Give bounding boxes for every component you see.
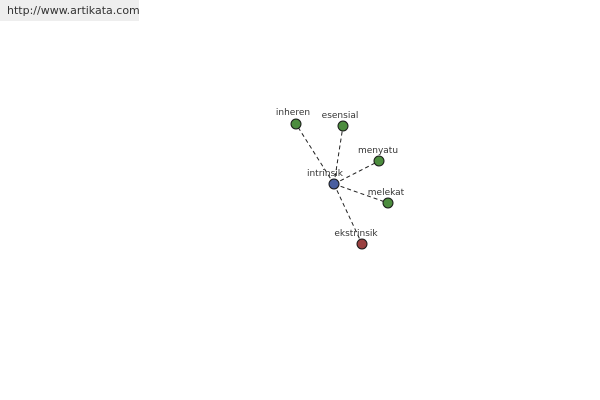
node-circle[interactable] bbox=[382, 197, 394, 209]
node-intrinsik[interactable]: intrinsik bbox=[307, 169, 344, 190]
node-esensial[interactable]: esensial bbox=[322, 111, 359, 132]
node-menyatu[interactable]: menyatu bbox=[358, 146, 398, 167]
node-label[interactable]: inheren bbox=[276, 108, 310, 118]
node-circle[interactable] bbox=[328, 178, 340, 190]
site-url-banner[interactable]: http://www.artikata.com bbox=[0, 0, 140, 21]
edge-intrinsik-menyatu bbox=[333, 160, 380, 185]
node-label[interactable]: menyatu bbox=[358, 146, 398, 156]
node-label[interactable]: ekstrinsik bbox=[334, 229, 378, 239]
node-label[interactable]: melekat bbox=[368, 188, 405, 198]
node-circle[interactable] bbox=[337, 120, 349, 132]
node-label[interactable]: esensial bbox=[322, 111, 359, 121]
node-circle[interactable] bbox=[290, 118, 302, 130]
edge-intrinsik-melekat bbox=[333, 183, 389, 204]
site-url-text[interactable]: http://www.artikata.com bbox=[7, 4, 140, 17]
edge-intrinsik-esensial bbox=[333, 125, 344, 185]
node-melekat[interactable]: melekat bbox=[368, 188, 405, 209]
graph-edges bbox=[295, 123, 389, 245]
node-inheren[interactable]: inheren bbox=[276, 108, 310, 130]
node-ekstrinsik[interactable]: ekstrinsik bbox=[334, 229, 378, 250]
node-circle[interactable] bbox=[373, 155, 385, 167]
edge-intrinsik-inheren bbox=[295, 123, 335, 185]
node-label[interactable]: intrinsik bbox=[307, 169, 344, 179]
node-circle[interactable] bbox=[356, 238, 368, 250]
graph-nodes: inheren esensial menyatu melekat ekstrinsik i… bbox=[276, 108, 405, 250]
